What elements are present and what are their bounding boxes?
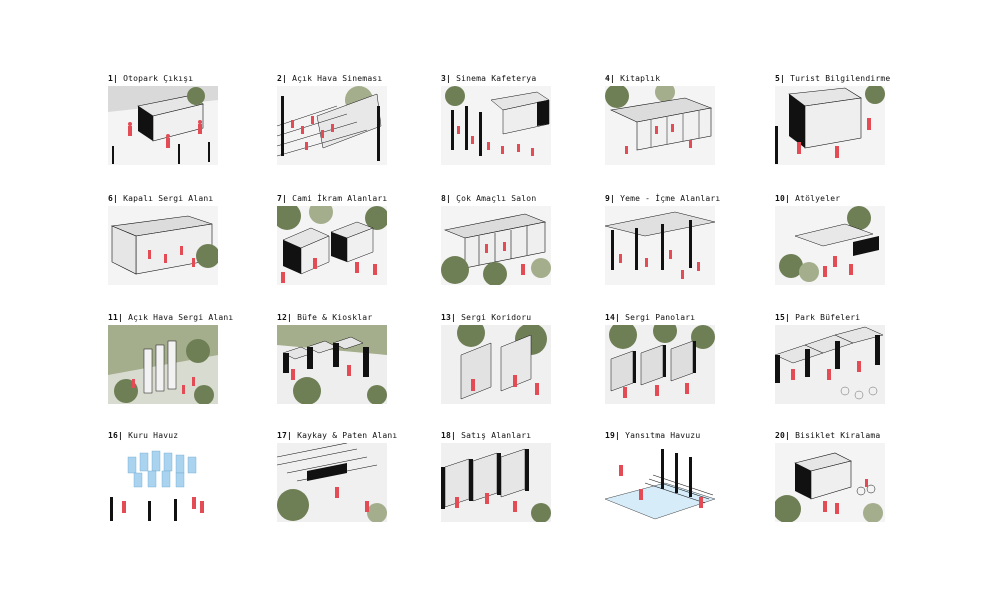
parking-exit-illustration [108,86,218,165]
panel-label: 8| Çok Amaçlı Salon [441,194,537,203]
panel-18: 18| Satış Alanları [441,431,553,531]
panel-label: 2| Açık Hava Sineması [277,74,383,83]
panel-12: 12| Büfe & Kiosklar [277,313,389,413]
panel-11: 11| Açık Hava Sergi Alanı [108,313,233,413]
panel-label: 16| Kuru Havuz [108,431,179,440]
panel-14: 14| Sergi Panoları [605,313,717,413]
tourist-info-illustration [775,86,885,165]
panel-label: 18| Satış Alanları [441,431,532,440]
food-drink-illustration [605,206,715,285]
cinema-cafe-illustration [441,86,551,165]
workshops-illustration [775,206,885,285]
panel-1: 1| Otopark Çıkışı [108,74,220,174]
panel-label: 14| Sergi Panoları [605,313,696,322]
panel-label: 17| Kaykay & Paten Alanı [277,431,398,440]
park-kiosks-illustration [775,325,885,404]
panel-9: 9| Yeme - İçme Alanları [605,194,721,294]
indoor-exhibition-illustration [108,206,218,285]
exhibition-panels-illustration [605,325,715,404]
kiosks-illustration [277,325,387,404]
panel-6: 6| Kapalı Sergi Alanı [108,194,220,294]
panel-8: 8| Çok Amaçlı Salon [441,194,553,294]
panel-15: 15| Park Büfeleri [775,313,887,413]
panel-19: 19| Yansıtma Havuzu [605,431,717,531]
panel-label: 13| Sergi Koridoru [441,313,532,322]
panel-17: 17| Kaykay & Paten Alanı [277,431,397,531]
dry-pool-illustration [108,443,218,522]
panel-label: 5| Turist Bilgilendirme [775,74,891,83]
exhibition-corridor-illustration [441,325,551,404]
panel-label: 20| Bisiklet Kiralama [775,431,881,440]
panel-7: 7| Cami İkram Alanları [277,194,389,294]
library-illustration [605,86,715,165]
panel-2: 2| Açık Hava Sineması [277,74,389,174]
skate-area-illustration [277,443,387,522]
panel-label: 1| Otopark Çıkışı [108,74,194,83]
panel-16: 16| Kuru Havuz [108,431,220,531]
panel-label: 3| Sinema Kafeterya [441,74,537,83]
multipurpose-hall-illustration [441,206,551,285]
panel-label: 6| Kapalı Sergi Alanı [108,194,214,203]
panel-label: 19| Yansıtma Havuzu [605,431,701,440]
panel-3: 3| Sinema Kafeterya [441,74,553,174]
bike-rental-illustration [775,443,885,522]
panel-label: 9| Yeme - İçme Alanları [605,194,721,203]
open-air-cinema-illustration [277,86,387,165]
sales-areas-illustration [441,443,551,522]
panel-4: 4| Kitaplık [605,74,717,174]
outdoor-exhibition-illustration [108,325,218,404]
panel-13: 13| Sergi Koridoru [441,313,553,413]
panel-5: 5| Turist Bilgilendirme [775,74,891,174]
panel-10: 10| Atölyeler [775,194,887,294]
panel-label: 15| Park Büfeleri [775,313,861,322]
reflecting-pool-illustration [605,443,715,522]
panel-label: 11| Açık Hava Sergi Alanı [108,313,234,322]
panel-label: 7| Cami İkram Alanları [277,194,388,203]
panel-label: 10| Atölyeler [775,194,841,203]
panel-20: 20| Bisiklet Kiralama [775,431,887,531]
panel-label: 4| Kitaplık [605,74,661,83]
mosque-hospitality-illustration [277,206,387,285]
panel-label: 12| Büfe & Kiosklar [277,313,373,322]
